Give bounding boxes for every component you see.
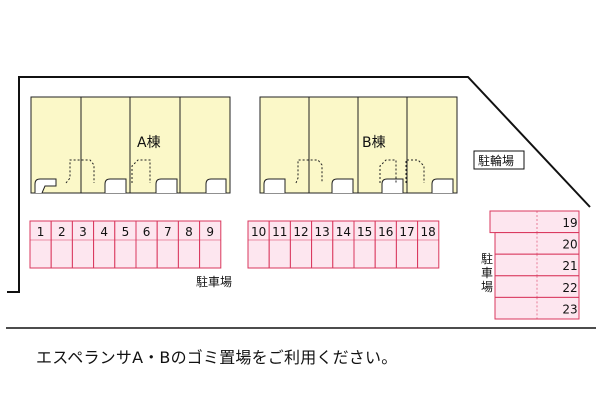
building-b-label: B棟 [362,135,386,151]
parking-space: 18 [417,220,440,269]
parking-space-number: 11 [272,225,287,239]
parking-space-number: 19 [562,216,577,230]
parking-space-number: 9 [206,225,214,239]
parking-space: 15 [353,220,376,269]
parking-space-number: 2 [58,225,66,239]
parking-space-number: 5 [122,225,130,239]
parking-space-number: 21 [562,259,577,273]
parking-space: 23 [494,296,580,320]
parking-space-number: 1 [37,225,45,239]
building-a-label: A棟 [137,135,161,151]
parking-space: 12 [289,220,313,269]
bicycle-parking-label: 駐輪場 [478,153,514,168]
parking-space-number: 14 [336,225,351,239]
parking-space-number: 10 [251,225,266,239]
parking-space-number: 18 [421,225,436,239]
parking-space: 16 [374,220,397,269]
parking-space: 20 [494,232,580,255]
parking-space: 17 [395,220,419,269]
parking-space: 9 [199,220,222,269]
parking-space: 7 [156,220,179,269]
building-a: A棟 [30,96,231,194]
property-boundary [7,76,591,293]
bicycle-parking-box [473,150,525,170]
parking-space-number: 20 [562,238,577,252]
parking-space: 6 [135,220,158,269]
parking-space-number: 4 [100,225,108,239]
building-b: B棟 [259,96,458,194]
parking-area-label-vertical: 駐車場 [481,251,493,294]
parking-space-number: 7 [164,225,172,239]
parking-space-number: 6 [143,225,151,239]
parking-row-2: 10 11 12 13 14 15 16 17 18 [247,220,440,269]
parking-space: 14 [332,220,355,269]
parking-space-number: 13 [315,225,330,239]
parking-space: 21 [494,253,580,277]
parking-space: 22 [494,275,580,298]
parking-space: 13 [311,220,334,269]
parking-space-number: 23 [562,302,577,316]
parking-space-number: 17 [399,225,414,239]
parking-space: 3 [71,220,95,269]
parking-space: 19 [489,210,580,234]
parking-space-number: 12 [293,225,308,239]
parking-space: 5 [114,220,137,269]
parking-space-number: 3 [79,225,87,239]
parking-space: 11 [268,220,291,269]
svg-text:駐車場: 駐車場 [481,251,493,294]
parking-space-number: 8 [185,225,193,239]
parking-space: 8 [177,220,201,269]
parking-space-number: 15 [357,225,372,239]
parking-side: 19 20 21 22 23 [489,210,580,320]
parking-space-number: 22 [562,281,577,295]
caption: エスペランサA・Bのゴミ置場をご利用ください。 [36,348,398,367]
parking-space: 2 [50,220,73,269]
parking-area-label: 駐車場 [196,274,232,289]
parking-space: 10 [247,220,270,269]
parking-space: 1 [29,220,52,269]
parking-space: 4 [93,220,116,269]
parking-space-number: 16 [378,225,393,239]
